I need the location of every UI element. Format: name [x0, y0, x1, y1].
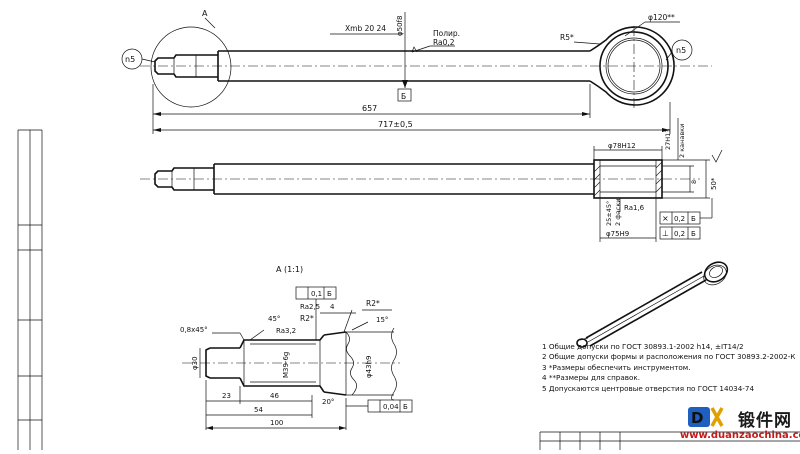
- deg45-label: 45°: [268, 315, 280, 323]
- dim23-label: 23: [222, 392, 231, 400]
- ra32-label: Ra3,2: [276, 327, 296, 335]
- fc-bottom-value: 0,04: [383, 403, 399, 411]
- dia75-label: φ75H9: [606, 230, 629, 238]
- watermark-logo-icon: D: [688, 407, 724, 427]
- dim46-label: 46: [270, 392, 279, 400]
- dia30-label: φ30: [191, 356, 199, 370]
- note-4: 4 **Размеры для справок.: [542, 373, 641, 383]
- dim54-label: 54: [254, 406, 263, 414]
- tol1-symbol: ⨯: [662, 214, 669, 223]
- section-label: A (1:1): [276, 265, 303, 274]
- dim100-label: 100: [270, 419, 283, 427]
- main-view: [121, 12, 712, 134]
- tol1-value: 0,2: [674, 215, 685, 223]
- polish-ra: Ra0,2: [433, 38, 455, 47]
- xmb-label: Хmb 20 24: [345, 24, 386, 33]
- fc-bottom-datum: Б: [403, 403, 408, 411]
- dim-717: 717±0,5: [378, 120, 413, 129]
- dim25-label: 25±45°: [605, 201, 613, 226]
- watermark-url: www.duanzaochina.com: [680, 430, 800, 441]
- fc-top-datum: Б: [327, 290, 332, 298]
- svg-text:D: D: [691, 409, 703, 427]
- sheet-frame: [17, 129, 43, 450]
- dim8-label: 8: [690, 180, 698, 184]
- deg15-label: 15°: [376, 316, 388, 324]
- detail-a-view: [182, 286, 413, 430]
- technical-notes: 1 Общие допуски по ГОСТ 30893.1-2002 h14…: [542, 342, 796, 394]
- fc-top-value: 0,1: [311, 290, 322, 298]
- chamfer-label: 0,8х45°: [180, 326, 208, 334]
- dia50-label: φ50f8: [396, 16, 404, 36]
- tol1-datum: Б: [691, 215, 696, 223]
- dim27b-label: 2 канавки: [678, 124, 686, 158]
- tol2-symbol: ⊥: [662, 229, 669, 238]
- r5-label: R5*: [560, 33, 574, 42]
- ra25-label: Ra2,5: [300, 303, 320, 311]
- r2-left-label: R2*: [300, 314, 314, 323]
- deg20-label: 20°: [322, 398, 334, 406]
- thread-label: M39-6g: [282, 352, 290, 378]
- note-3: 3 *Размеры обеспечить инструментом.: [542, 362, 691, 372]
- note-5: 5 Допускаются центровые отверстия по ГОС…: [542, 383, 755, 393]
- note-1: 1 Общие допуски по ГОСТ 30893.1-2002 h14…: [542, 342, 744, 351]
- roughness-right: n5: [676, 46, 686, 55]
- dia78-label: φ78H12: [608, 142, 636, 150]
- r2-right-label: R2*: [366, 299, 380, 308]
- side-view: [140, 118, 723, 242]
- roughness-left: n5: [125, 55, 135, 64]
- title-block: [539, 431, 800, 450]
- dim-657: 657: [362, 104, 377, 113]
- dia120-label: φ120**: [648, 13, 675, 22]
- datum-b-main: Б: [401, 92, 406, 101]
- tol2-value: 0,2: [674, 230, 685, 238]
- dim4-label: 4: [330, 303, 335, 311]
- polish-label: Полир.: [433, 29, 460, 38]
- dia43-label: φ43h9: [365, 356, 373, 378]
- dim25b-label: 2 фаски: [614, 199, 622, 226]
- note-2: 2 Общие допуски формы и расположения по …: [542, 352, 796, 362]
- watermark: D 锻件网 www.duanzaochina.com: [680, 404, 800, 450]
- ra16-label: Ra1,6: [624, 204, 645, 212]
- tol2-datum: Б: [691, 230, 696, 238]
- detail-a-label: A: [202, 9, 208, 18]
- watermark-chinese: 锻件网: [738, 411, 792, 431]
- dim27-label: 27H13: [664, 129, 672, 150]
- dim50-label: 50*: [710, 177, 718, 190]
- isometric-view: [576, 261, 729, 348]
